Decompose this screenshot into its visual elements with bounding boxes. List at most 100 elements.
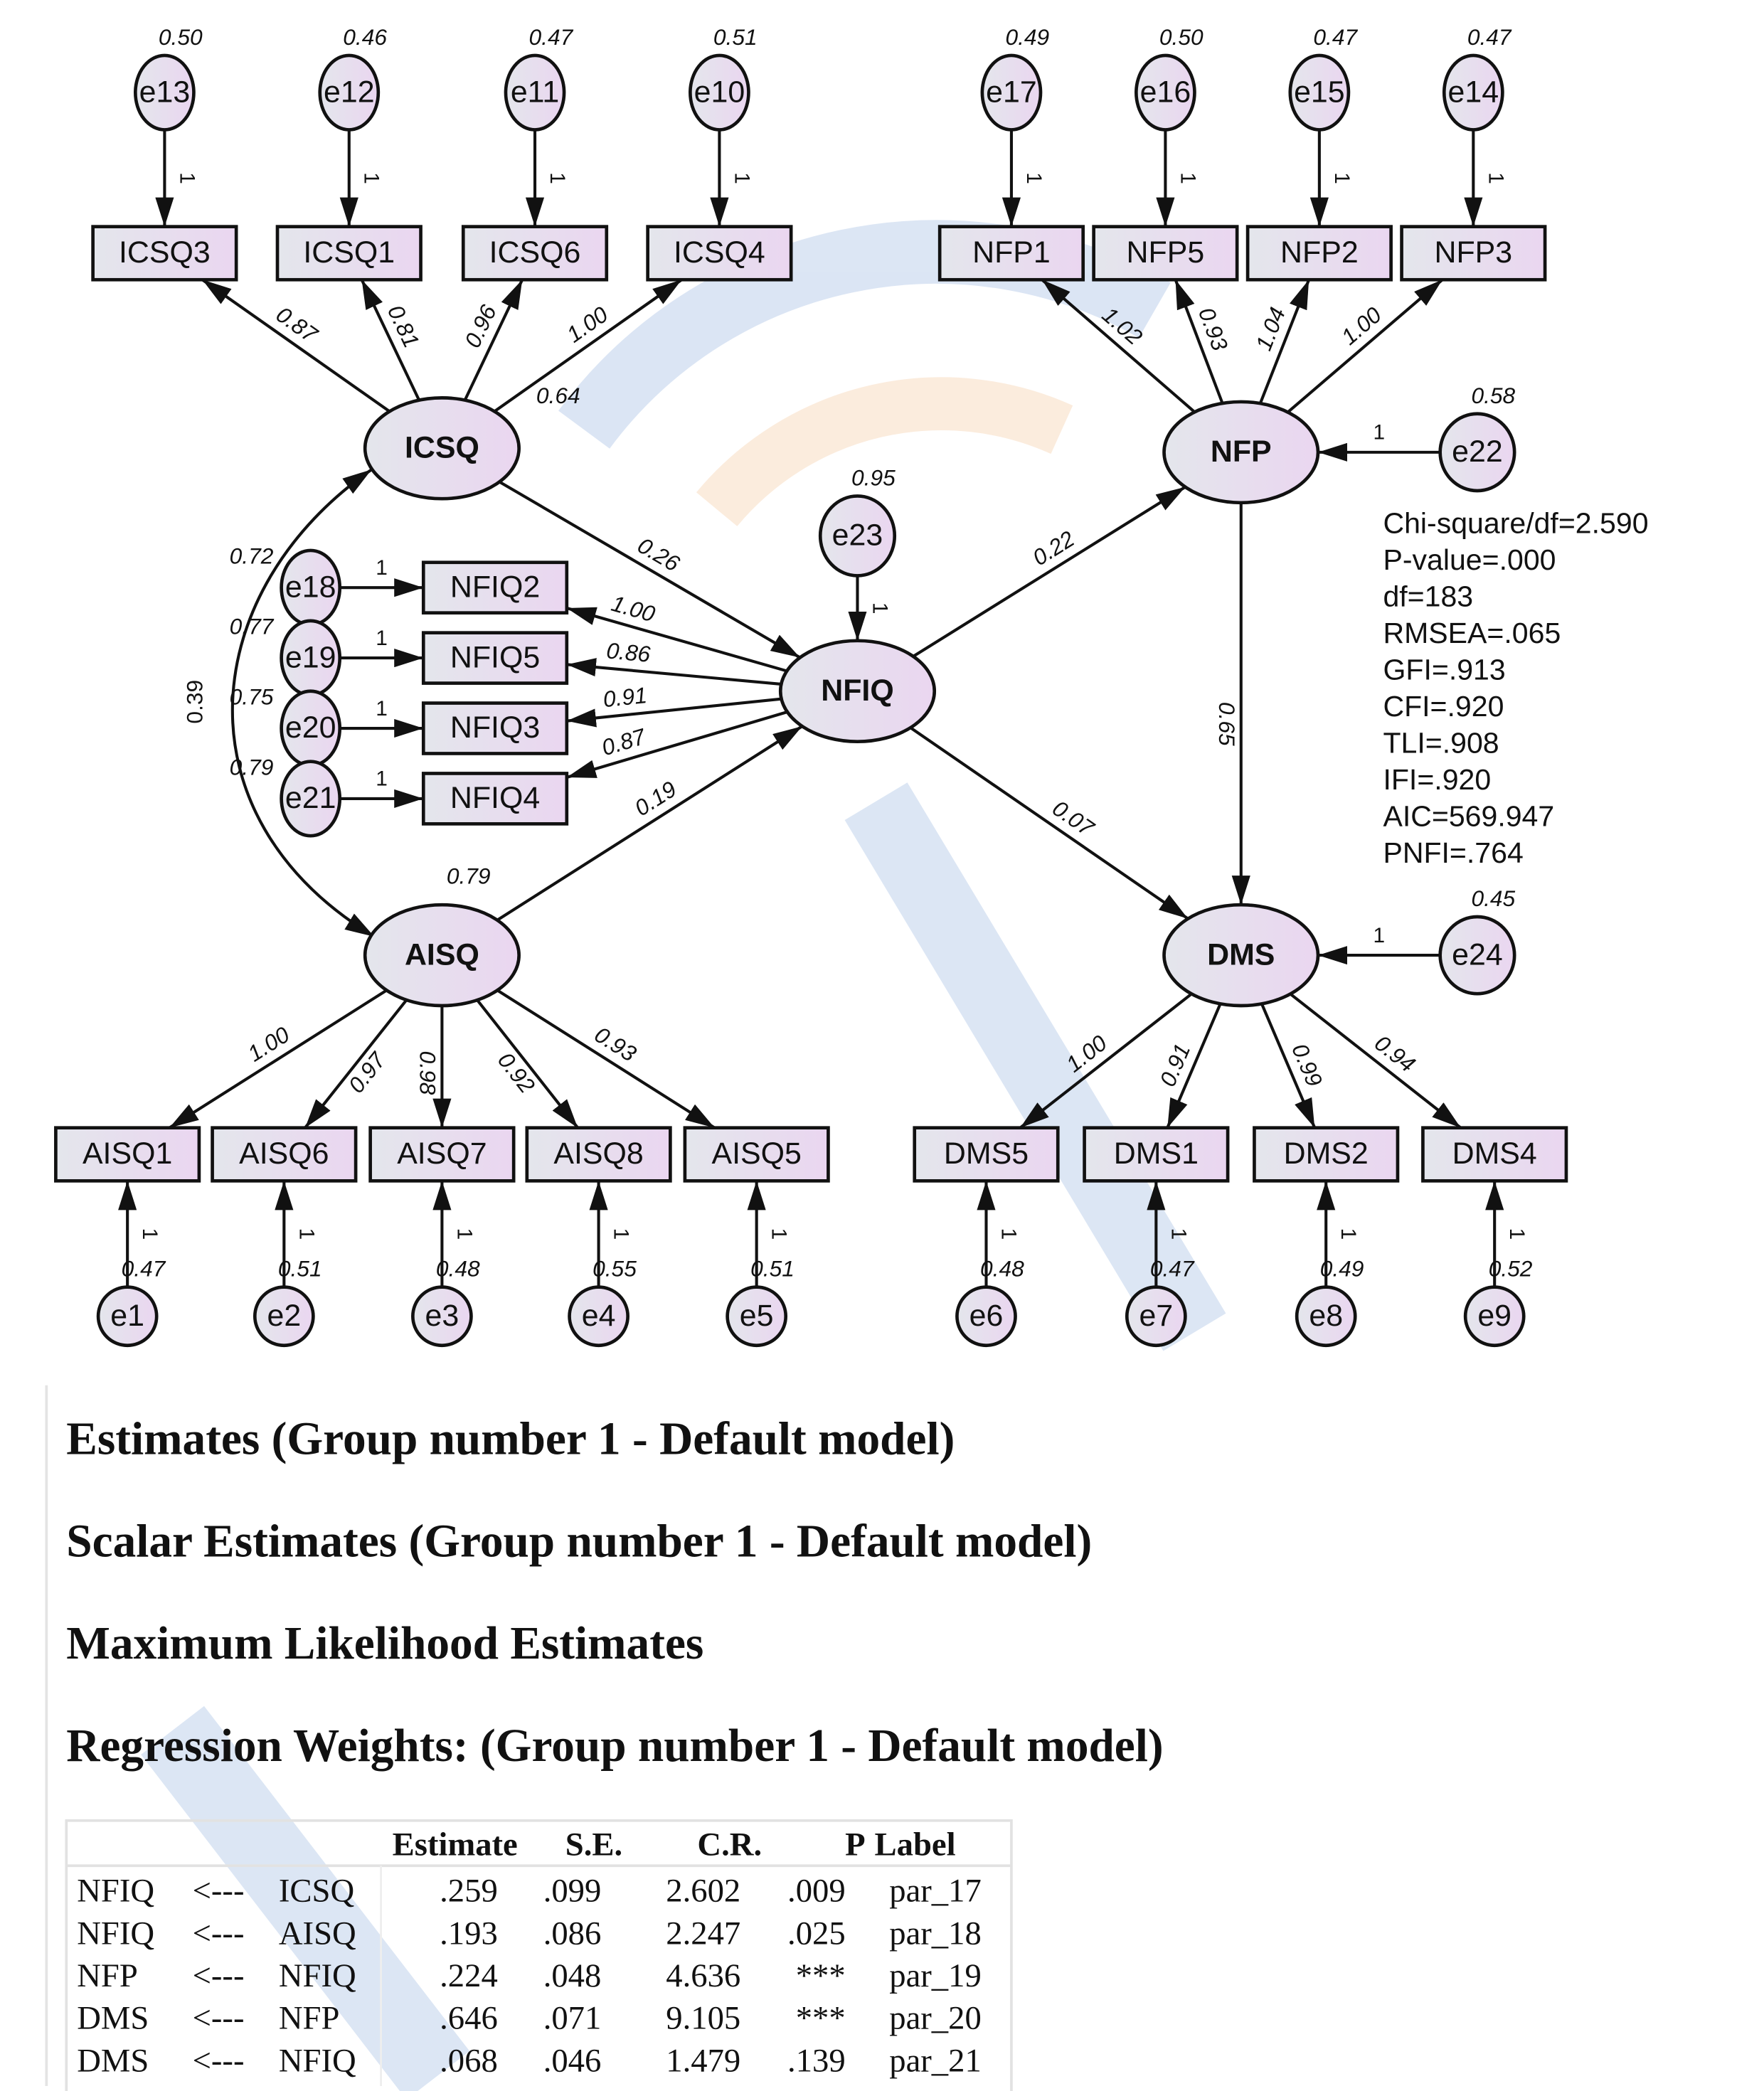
observed-variable-shape: [646, 225, 793, 282]
error-term-label: e11: [511, 75, 559, 109]
error-term-label: e12: [324, 75, 375, 109]
error-term-shape: [280, 760, 342, 838]
path-arrow: [566, 607, 787, 673]
error-term-label: e2: [267, 1299, 301, 1333]
path-arrow: [566, 711, 788, 779]
path-arrow: [493, 278, 683, 413]
table-cell: DMS: [77, 2042, 149, 2079]
variance-label: 0.58: [1471, 383, 1515, 408]
table-cell: .193: [440, 1915, 498, 1952]
fixed-weight-label: 1: [1167, 1228, 1190, 1240]
observed-variable-shape: [1092, 225, 1239, 282]
variance-label: 0.51: [713, 24, 758, 50]
error-term-shape: [818, 494, 897, 578]
latent-variable-shape: [363, 903, 521, 1008]
error-term-label: e8: [1309, 1299, 1343, 1333]
fixed-weight-label: 1: [868, 602, 891, 614]
variance-label: 0.49: [1005, 24, 1049, 50]
path-coefficient-label: 0.65: [1214, 702, 1240, 746]
path-arrow: [201, 278, 390, 413]
error-term-label: e17: [986, 75, 1037, 109]
fit-index: df=183: [1383, 580, 1473, 613]
observed-variable-shape: [421, 631, 569, 685]
error-term-label: e5: [740, 1299, 774, 1333]
error-term-shape: [980, 53, 1043, 132]
path-arrow: [1260, 1003, 1317, 1129]
error-term-label: e19: [285, 640, 336, 674]
observed-variable-shape: [1083, 1126, 1230, 1183]
table-cell: .048: [543, 1957, 602, 1994]
column-header: P: [845, 1826, 866, 1863]
watermark-arc-orange: [696, 377, 1073, 527]
variance-label: 0.50: [159, 24, 203, 50]
table-cell: <---: [193, 2000, 245, 2037]
variance-label: 0.47: [1150, 1256, 1195, 1282]
error-term-shape: [318, 53, 381, 132]
table-cell: par_18: [889, 1915, 982, 1952]
path-coefficient-label: 0.81: [383, 301, 425, 351]
fixed-weight-label: 1: [1484, 172, 1507, 184]
error-term-label: e13: [139, 75, 191, 109]
path-coefficient-label: 0.26: [633, 532, 684, 576]
observed-variable-shape: [461, 225, 609, 282]
fixed-weight-label: 1: [997, 1228, 1020, 1240]
latent-variable-shape: [1162, 903, 1320, 1008]
fixed-weight-label: 1: [730, 172, 753, 184]
observed-variable-label: DMS5: [944, 1137, 1029, 1171]
table-cell: NFP: [77, 1957, 138, 1994]
error-term-label: e21: [285, 781, 336, 815]
error-term-label: e23: [832, 518, 883, 553]
path-arrow: [304, 999, 408, 1129]
observed-variable-label: AISQ8: [553, 1137, 643, 1171]
latent-variable-shape: [1162, 400, 1320, 505]
variance-label: 0.49: [1320, 1256, 1364, 1282]
path-coefficient-label: 0.91: [1154, 1040, 1195, 1090]
error-term-shape: [96, 1285, 159, 1348]
observed-variable-label: NFP3: [1434, 235, 1512, 270]
latent-variable-label: NFP: [1211, 435, 1272, 469]
section-heading: Estimates (Group number 1 - Default mode…: [66, 1414, 955, 1465]
fixed-weight-label: 1: [138, 1228, 161, 1240]
table-cell: .099: [543, 1873, 602, 1910]
table-cell: .224: [440, 1957, 498, 1994]
variance-label: 0.95: [851, 465, 896, 491]
table-cell: 2.247: [666, 1915, 740, 1952]
table-cell: .646: [440, 2000, 498, 2037]
error-term-label: e14: [1448, 75, 1499, 109]
table-cell: NFIQ: [77, 1873, 154, 1910]
path-arrow: [169, 989, 388, 1129]
table-cell: par_21: [889, 2042, 982, 2079]
table-cell: .259: [440, 1873, 498, 1910]
error-term-label: e3: [425, 1299, 459, 1333]
observed-variable-label: ICSQ3: [119, 235, 211, 270]
fit-index: Chi-square/df=2.590: [1383, 507, 1648, 540]
observed-variable-shape: [683, 1126, 830, 1183]
path-coefficient-label: 0.99: [1287, 1040, 1327, 1090]
path-coefficient-label: 0.92: [493, 1048, 541, 1098]
path-arrow: [1041, 278, 1196, 413]
error-term-label: e7: [1139, 1299, 1173, 1333]
path-arrow: [496, 725, 803, 922]
fixed-weight-label: 1: [376, 767, 388, 791]
error-term-label: e15: [1294, 75, 1345, 109]
fixed-weight-label: 1: [294, 1228, 318, 1240]
fixed-weight-label: 1: [1337, 1228, 1360, 1240]
latent-variable-shape: [363, 396, 521, 501]
observed-variable-shape: [1400, 225, 1547, 282]
path-coefficient-label: 0.86: [605, 637, 652, 667]
path-coefficient-label: 0.22: [1028, 526, 1079, 570]
fixed-weight-label: 1: [452, 1228, 476, 1240]
table-cell: AISQ: [279, 1915, 356, 1952]
error-term-label: e9: [1477, 1299, 1511, 1333]
path-coefficient-label: 0.93: [590, 1021, 642, 1067]
observed-variable-label: NFIQ4: [450, 781, 540, 815]
error-term-shape: [1442, 53, 1504, 132]
observed-variable-label: DMS4: [1452, 1137, 1537, 1171]
path-coefficient-label: 1.00: [243, 1021, 294, 1067]
path-arrow: [566, 658, 782, 686]
path-coefficient-label: 1.04: [1250, 304, 1290, 354]
fixed-weight-label: 1: [175, 172, 198, 184]
table-cell: .139: [787, 2042, 846, 2079]
error-term-label: e16: [1140, 75, 1191, 109]
